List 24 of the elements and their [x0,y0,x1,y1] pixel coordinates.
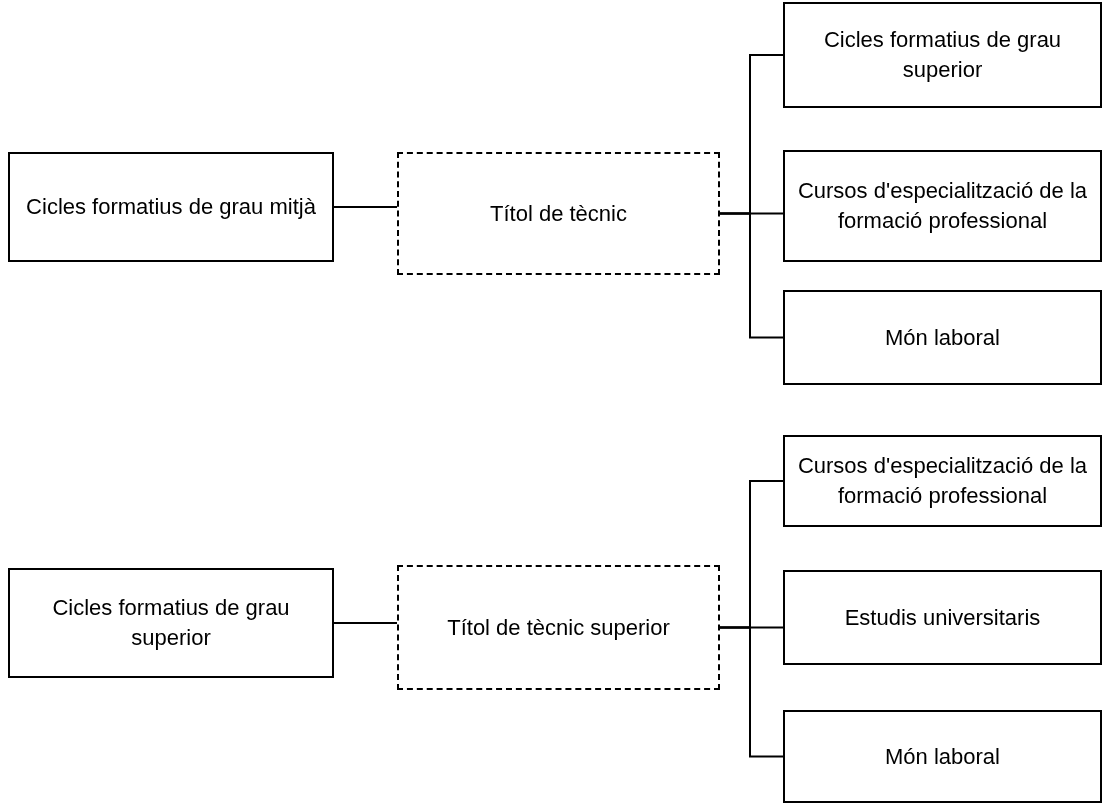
process-box [783,570,1102,665]
dashed-box [397,565,720,690]
node-label: Món laboral [885,323,1000,352]
process-box [783,290,1102,385]
connector-line [719,626,784,758]
connector-line [719,212,784,339]
process-box [8,568,334,678]
node-label: Cicles formatius de grau mitjà [26,193,316,222]
process-box [783,150,1102,262]
process-box [783,710,1102,803]
process-box [8,152,334,262]
node-label: Títol de tècnic [490,199,627,228]
node-label: Món laboral [885,742,1000,771]
connector-line [333,622,398,624]
node-label: Estudis universitaris [844,603,1041,632]
node-label: Títol de tècnic superior [447,613,670,642]
node-label: Cicles formatius de grau superior [822,26,1063,84]
node-label: Cicles formatius de grau superior [51,594,291,652]
process-box [783,435,1102,527]
process-box [783,2,1102,108]
node-label: Cursos d'especialització de la formació professional [796,177,1089,235]
node-label: Cursos d'especialització de la formació professional [796,452,1089,510]
connector-line [333,206,398,208]
dashed-box [397,152,720,275]
